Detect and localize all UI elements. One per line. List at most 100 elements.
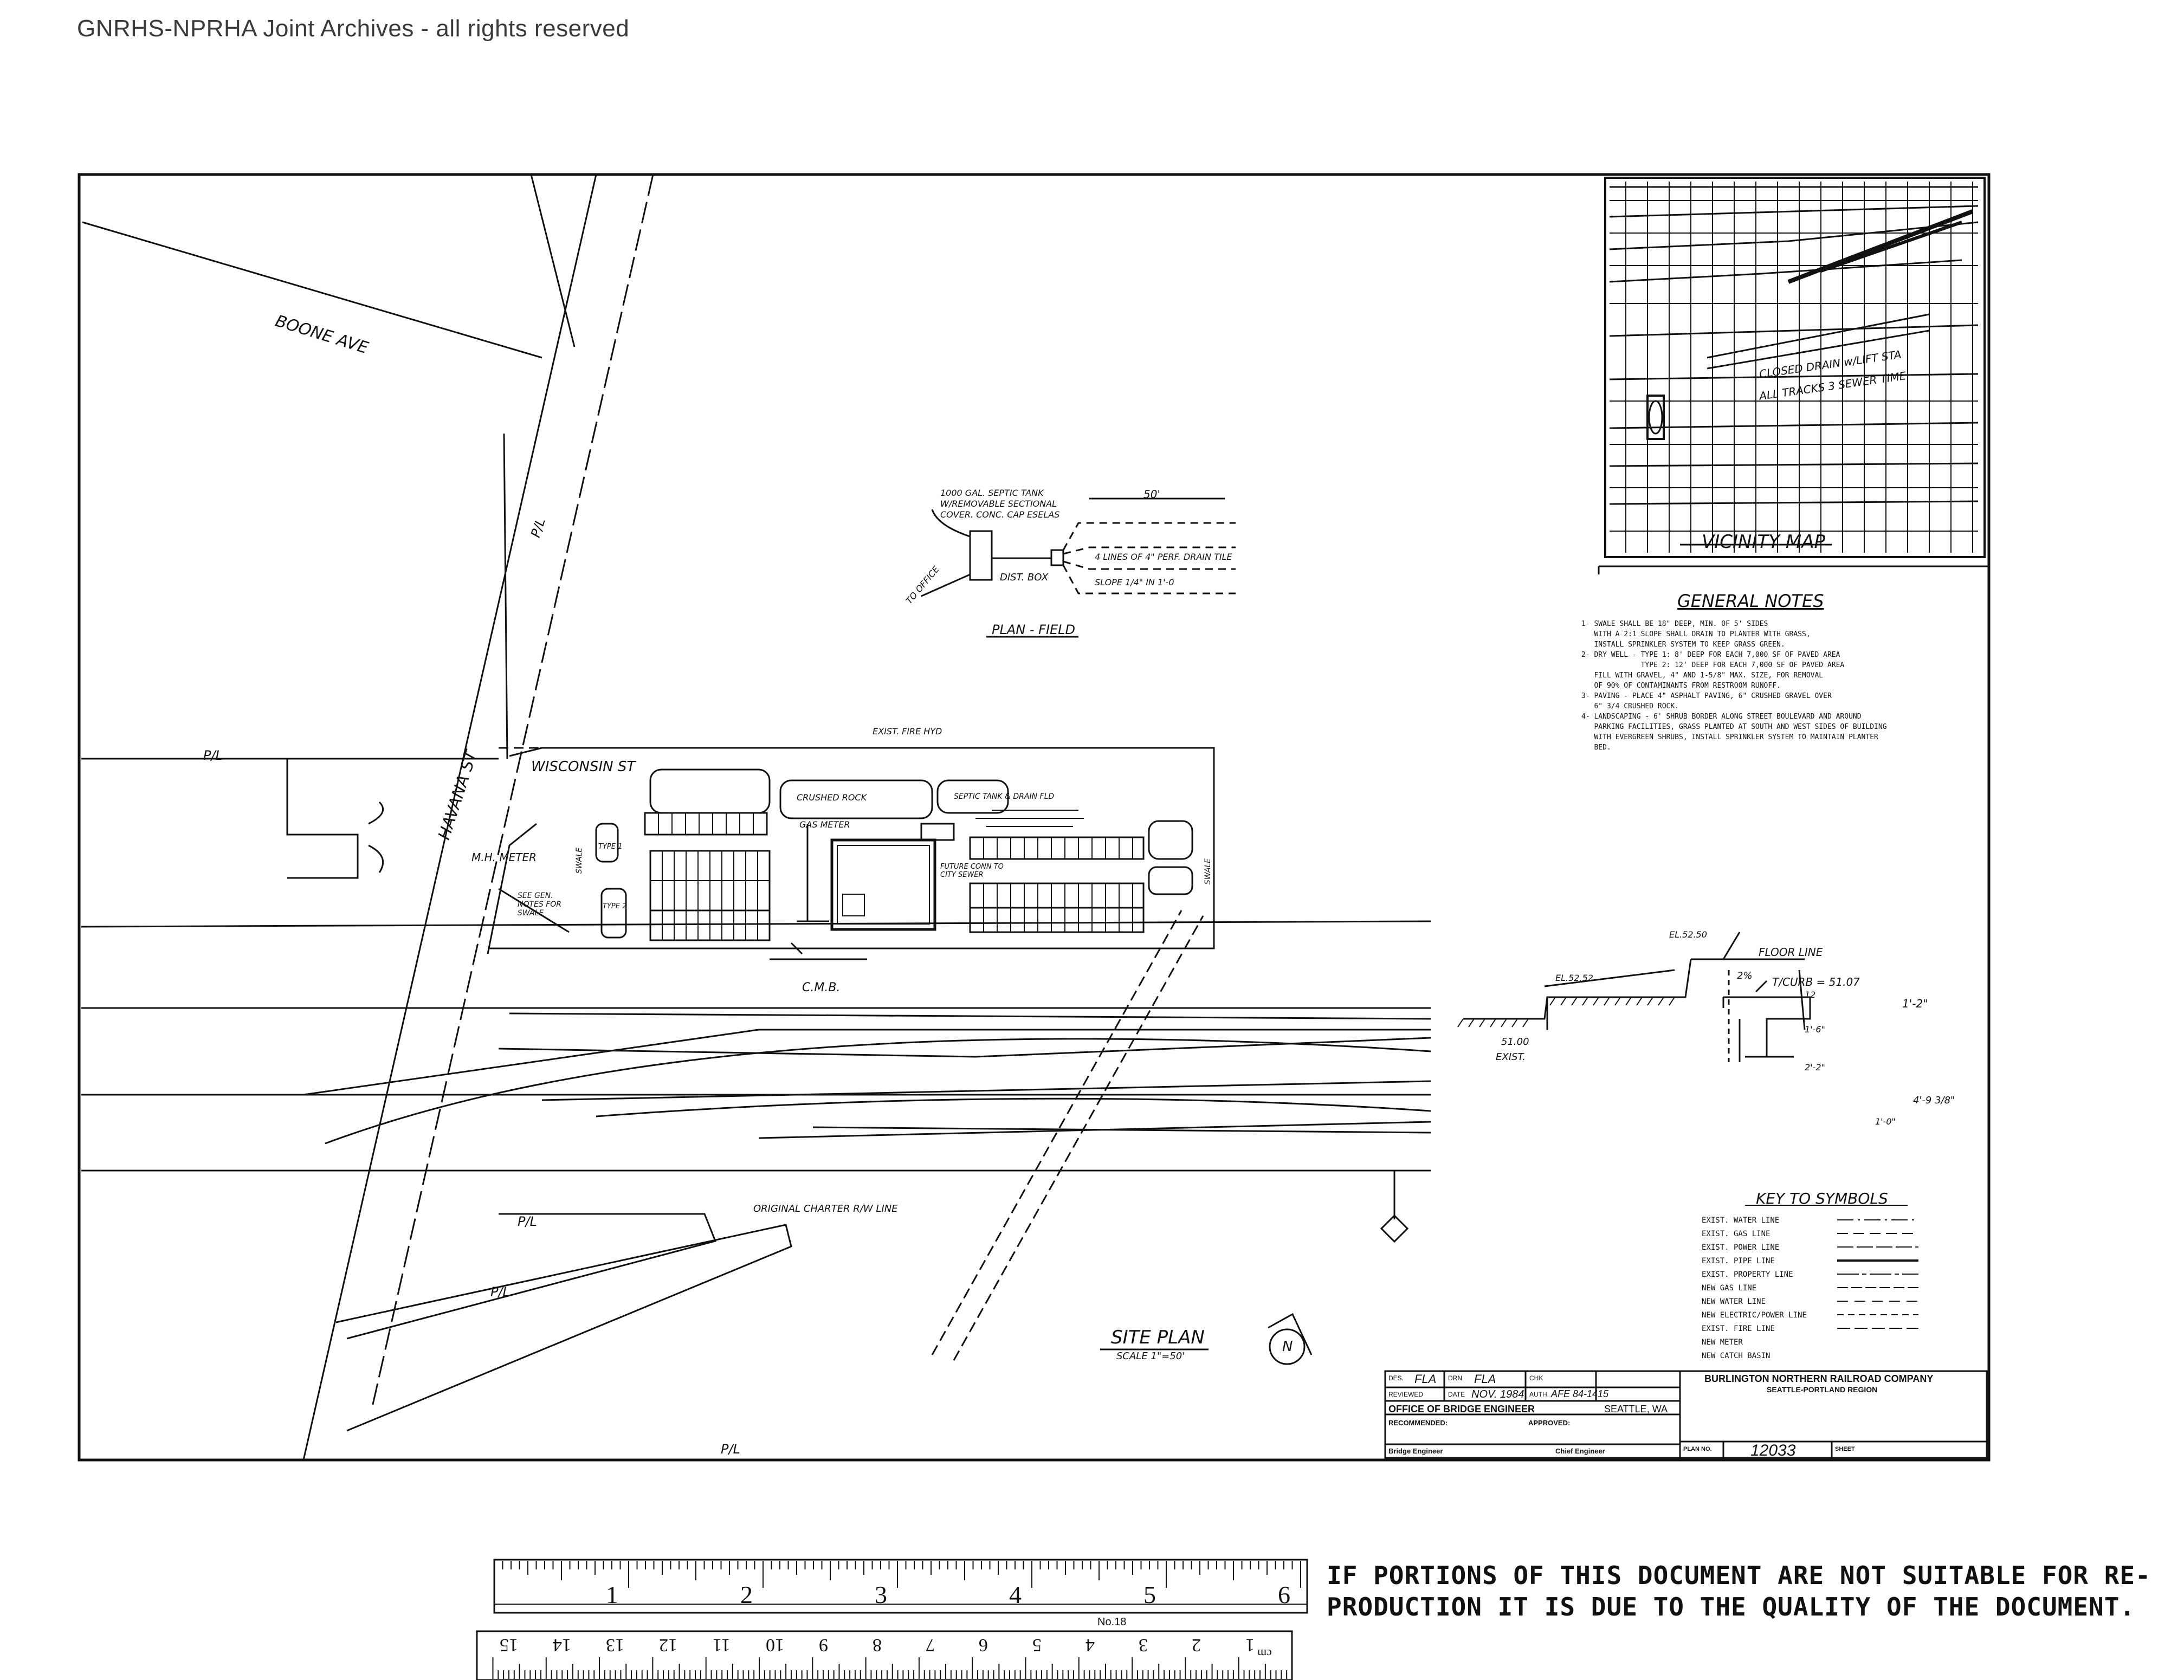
tb-company: BURLINGTON NORTHERN RAILROAD COMPANY xyxy=(1704,1373,1934,1384)
measurement-ruler xyxy=(476,1559,1308,1680)
disclaimer-line-1: IF PORTIONS OF THIS DOCUMENT ARE NOT SUI… xyxy=(1327,1561,2151,1590)
ruler-inch-label: 5 xyxy=(1143,1581,1156,1608)
general-note-line: FILL WITH GRAVEL, 4" AND 1-5/8" MAX. SIZ… xyxy=(1581,671,1824,680)
gas-meter-label: GAS METER xyxy=(799,819,850,830)
key-item-label: EXIST. GAS LINE xyxy=(1702,1230,1771,1238)
tb-bridge-engineer: Bridge Engineer xyxy=(1388,1447,1443,1455)
dist-box-label: DIST. BOX xyxy=(1000,572,1049,583)
ruler-cm-label: 13 xyxy=(606,1635,625,1655)
tb-auth-label: AUTH. xyxy=(1529,1391,1549,1398)
ruler-cm-label: 7 xyxy=(925,1635,935,1655)
section-dim-2: 1'-6" xyxy=(1805,1024,1825,1035)
ruler-cm-label: 1 xyxy=(1245,1635,1255,1655)
general-note-line: 3- PAVING - PLACE 4" ASPHALT PAVING, 6" … xyxy=(1581,692,1832,700)
disclaimer-line-2: PRODUCTION IT IS DUE TO THE QUALITY OF T… xyxy=(1327,1592,2136,1621)
vicinity-map xyxy=(1604,177,1986,558)
tb-drn-label: DRN xyxy=(1448,1374,1462,1382)
general-notes-title: GENERAL NOTES xyxy=(1677,591,1824,611)
ruler-ticks xyxy=(492,1561,1301,1679)
see-gen-notes-label: SEE GEN. NOTES FOR SWALE xyxy=(518,891,562,917)
key-item-label: EXIST. WATER LINE xyxy=(1702,1216,1780,1225)
tb-plan-no-value: 12033 xyxy=(1750,1442,1796,1459)
tb-sheet-label: SHEET xyxy=(1835,1446,1855,1452)
tb-chk-label: CHK xyxy=(1529,1374,1543,1382)
section-dim-3: 2'-2" xyxy=(1805,1062,1825,1072)
ruler-cm-label: 5 xyxy=(1032,1635,1042,1655)
key-item-label: EXIST. PROPERTY LINE xyxy=(1702,1270,1793,1279)
section-elev-1: EL.52.50 xyxy=(1669,929,1707,940)
key-items: EXIST. WATER LINE EXIST. GAS LINE EXIST. P… xyxy=(1702,1214,1807,1363)
north-arrow xyxy=(1268,1313,1313,1365)
type1-label: TYPE 1 xyxy=(598,843,623,851)
original-charter-label: ORIGINAL CHARTER R/W LINE xyxy=(753,1203,898,1214)
tb-reviewed-label: REVIEWED xyxy=(1388,1391,1424,1398)
ruler-cm-label: 4 xyxy=(1085,1635,1095,1655)
septic-tank-note-2: W/REMOVABLE SECTIONAL xyxy=(940,499,1057,509)
floor-line-label: FLOOR LINE xyxy=(1759,946,1823,959)
section-elev-2: EL.52.52 xyxy=(1555,973,1593,983)
title-block xyxy=(1384,1370,1988,1459)
tb-date-value: NOV. 1984 xyxy=(1471,1388,1524,1400)
key-item-label: NEW CATCH BASIN xyxy=(1702,1352,1771,1360)
key-symbol-lines xyxy=(1745,1205,1918,1329)
street-label-wisconsin: WISCONSIN ST xyxy=(531,759,636,775)
section-dim-4: 4'-9 3/8" xyxy=(1913,1095,1955,1106)
ruler-inch-label: 2 xyxy=(740,1581,753,1608)
site-plan-title: SITE PLAN xyxy=(1111,1327,1205,1348)
ruler-inch-label: 1 xyxy=(606,1581,618,1608)
key-item-label: NEW WATER LINE xyxy=(1702,1297,1766,1306)
archive-watermark: GNRHS-NPRHA Joint Archives - all rights … xyxy=(77,15,630,42)
tb-des-label: DES. xyxy=(1388,1374,1404,1382)
ruler-model: No.18 xyxy=(1097,1616,1127,1628)
septic-tank-note-3: COVER. CONC. CAP ESELAS xyxy=(940,509,1060,520)
section-grade: 2% xyxy=(1737,970,1753,981)
general-note-line: TYPE 2: 12' DEEP FOR EACH 7,000 SF OF PA… xyxy=(1581,661,1845,669)
key-item-label: EXIST. PIPE LINE xyxy=(1702,1257,1775,1265)
fire-hydrant-label: EXIST. FIRE HYD xyxy=(873,726,942,736)
tb-date-label: DATE xyxy=(1448,1391,1465,1398)
north-label: N xyxy=(1282,1339,1293,1355)
general-note-line: INSTALL SPRINKLER SYSTEM TO KEEP GRASS G… xyxy=(1581,641,1785,649)
key-title: KEY TO SYMBOLS xyxy=(1756,1190,1888,1207)
cmb-label: C.M.B. xyxy=(802,981,841,994)
general-note-line: WITH A 2:1 SLOPE SHALL DRAIN TO PLANTER … xyxy=(1581,630,1811,638)
section-dim-5: 12 xyxy=(1805,990,1816,1000)
ruler-cm-label: 15 xyxy=(499,1635,518,1655)
septic-label: SEPTIC TANK & DRAIN FLD xyxy=(954,792,1055,801)
drain-field-title: PLAN - FIELD xyxy=(992,622,1076,637)
ruler-cm-label: 8 xyxy=(872,1635,882,1655)
section-exist: EXIST. xyxy=(1496,1051,1526,1063)
ruler-cm-label: 12 xyxy=(659,1635,678,1655)
property-line-label-3: P/L xyxy=(490,1284,510,1300)
tb-auth-value: AFE 84-1415 xyxy=(1551,1388,1609,1399)
drain-width-label: 50' xyxy=(1143,488,1160,501)
general-notes-body: 1- SWALE SHALL BE 18" DEEP, MIN. OF 5' S… xyxy=(1581,619,1961,753)
general-note-line: 1- SWALE SHALL BE 18" DEEP, MIN. OF 5' S… xyxy=(1581,620,1768,628)
ruler-inch-label: 3 xyxy=(875,1581,887,1608)
ruler-cm-label: 9 xyxy=(819,1635,829,1655)
section-detail xyxy=(1457,932,1811,1062)
section-elev-3: 51.00 xyxy=(1501,1036,1529,1048)
key-item-label: NEW ELECTRIC/POWER LINE xyxy=(1702,1311,1807,1320)
ruler-cm-label: 11 xyxy=(712,1635,731,1655)
key-item-label: EXIST. FIRE LINE xyxy=(1702,1324,1775,1333)
general-note-line: WITH EVERGREEN SHRUBS, INSTALL SPRINKLER… xyxy=(1581,733,1878,741)
general-note-line: BED. xyxy=(1581,744,1611,752)
ruler-cm-label: 6 xyxy=(979,1635,988,1655)
general-note-line: 2- DRY WELL - TYPE 1: 8' DEEP FOR EACH 7… xyxy=(1581,651,1840,659)
site-plan xyxy=(487,747,1215,960)
crushed-rock-label: CRUSHED ROCK xyxy=(797,792,867,803)
tb-recommended: RECOMMENDED: xyxy=(1388,1419,1448,1427)
general-note-line: 6" 3/4 CRUSHED ROCK. xyxy=(1581,702,1679,710)
drain-lines-label: 4 LINES OF 4" PERF. DRAIN TILE xyxy=(1095,552,1232,562)
swale-label-1: SWALE xyxy=(575,847,584,874)
swale-label-2: SWALE xyxy=(1204,858,1213,885)
ruler-cm-label: 14 xyxy=(552,1635,571,1655)
ruler-inch-label: 4 xyxy=(1009,1581,1022,1608)
tb-chief-engineer: Chief Engineer xyxy=(1555,1447,1605,1455)
key-item-label: EXIST. POWER LINE xyxy=(1702,1243,1780,1252)
general-note-line: 4- LANDSCAPING - 6' SHRUB BORDER ALONG S… xyxy=(1581,713,1862,721)
section-dim-6: 1'-0" xyxy=(1875,1116,1896,1127)
tb-region: SEATTLE-PORTLAND REGION xyxy=(1767,1385,1878,1394)
